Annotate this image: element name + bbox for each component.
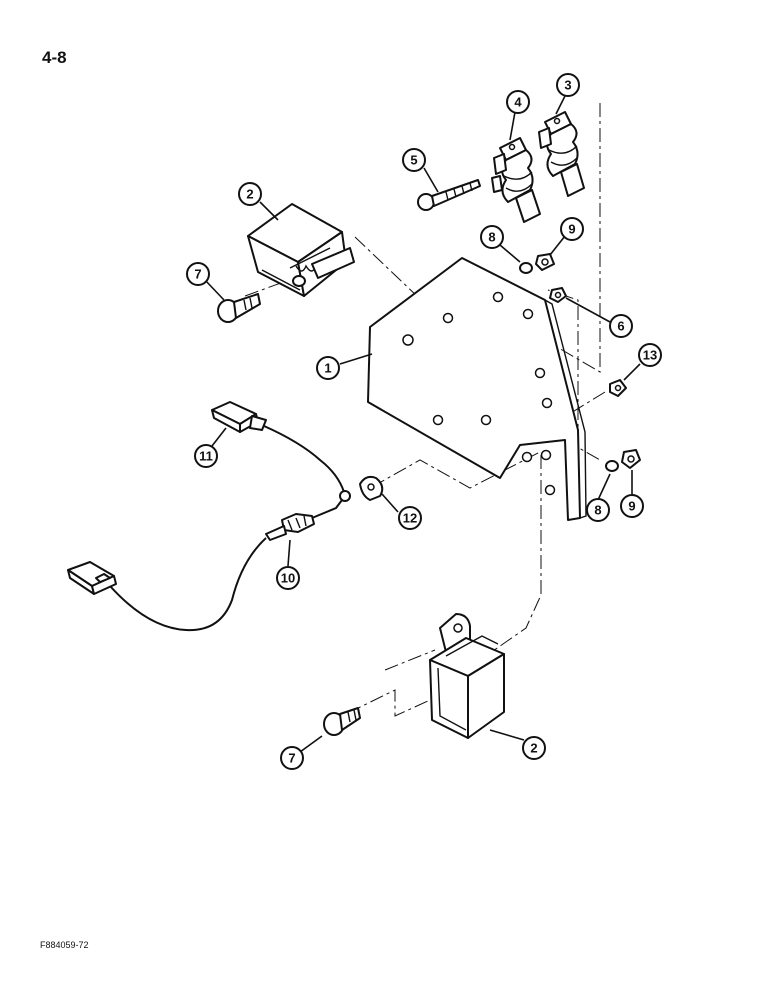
lower-bolt [323,707,361,736]
diode-4 [491,137,541,223]
callout-8-upper: 8 [480,225,504,249]
callout-10: 10 [276,566,300,590]
mounting-plate [367,257,587,521]
svg-text:12: 12 [403,511,417,526]
svg-text:11: 11 [199,449,213,464]
lower-regulator [429,613,505,739]
svg-text:8: 8 [594,503,601,518]
callout-12: 12 [398,506,422,530]
svg-text:7: 7 [194,267,201,282]
svg-text:9: 9 [568,222,575,237]
svg-text:1: 1 [324,361,331,376]
callout-13: 13 [638,343,662,367]
nut-6 [549,287,567,303]
callout-7-lower: 7 [280,746,304,770]
callout-6: 6 [609,314,633,338]
diode-3 [538,111,585,197]
callout-9-upper: 9 [560,217,584,241]
lower-washer-nut [605,449,641,472]
callout-3: 3 [556,73,580,97]
svg-text:7: 7 [288,751,295,766]
upper-regulator [247,203,355,297]
svg-text:2: 2 [530,741,537,756]
callout-4: 4 [506,90,530,114]
upper-washer-nut [519,253,555,274]
svg-text:3: 3 [564,78,571,93]
callout-8-lower: 8 [586,498,610,522]
svg-text:2: 2 [246,187,253,202]
svg-text:5: 5 [410,153,417,168]
callout-9-lower: 9 [620,494,644,518]
callout-2-upper: 2 [238,182,262,206]
callout-2-lower: 2 [522,736,546,760]
svg-text:6: 6 [617,319,624,334]
sensor-harness [67,401,384,632]
callout-1: 1 [316,356,340,380]
callout-11: 11 [194,444,218,468]
svg-text:10: 10 [281,571,295,586]
upper-bolt [217,293,261,323]
svg-text:4: 4 [514,95,522,110]
page-number: 4-8 [42,48,67,67]
svg-text:13: 13 [643,348,657,363]
leader-lines [204,93,641,753]
callout-5: 5 [402,148,426,172]
long-bolt [417,179,481,211]
svg-text:9: 9 [628,499,635,514]
svg-text:8: 8 [488,230,495,245]
callout-7-upper: 7 [186,262,210,286]
figure-id: F884059-72 [40,940,89,950]
nut-13 [609,379,627,397]
